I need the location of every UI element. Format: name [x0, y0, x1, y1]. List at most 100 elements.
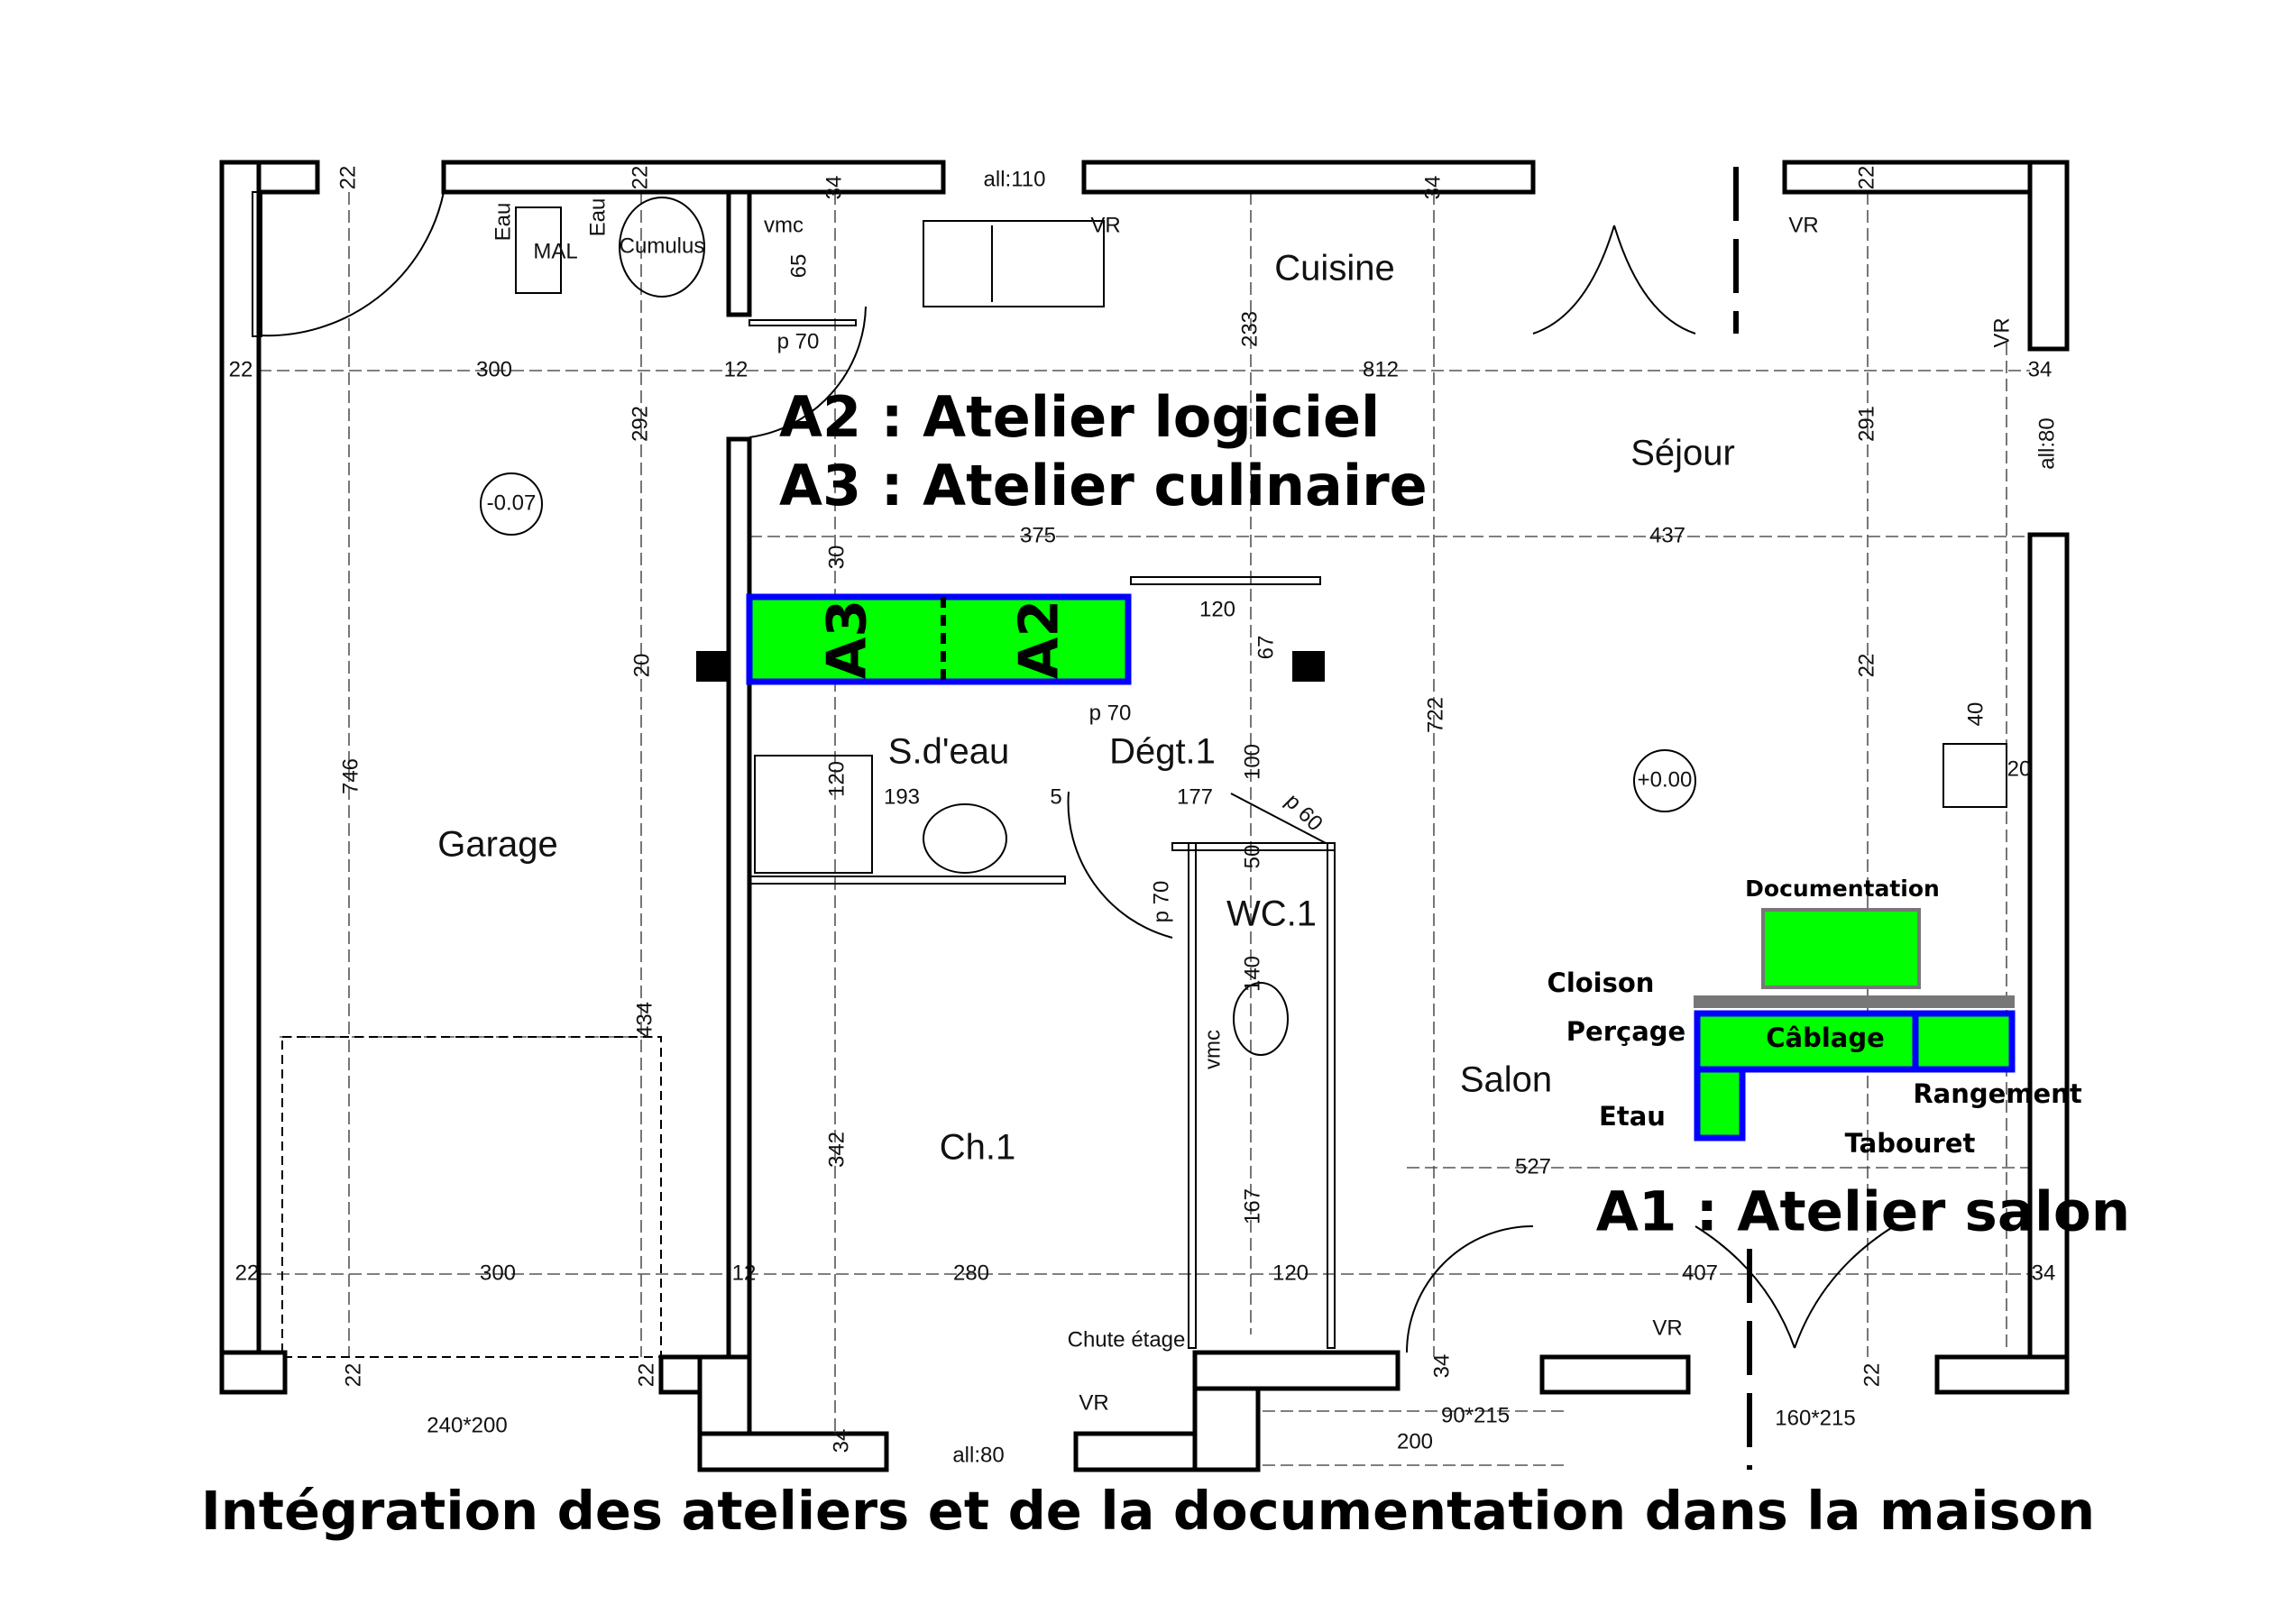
dimension-label: 300 — [476, 357, 512, 381]
dimension-label: p 70 — [777, 329, 820, 353]
dimension-label: vmc — [1200, 1030, 1225, 1069]
dimension-label: 34 — [829, 1429, 853, 1453]
dimension-label: 40 — [1963, 702, 1988, 727]
dimension-label: 812 — [1363, 357, 1399, 381]
dimension-label: 722 — [1423, 697, 1447, 733]
dimension-label: Chute étage — [1068, 1327, 1186, 1352]
dimension-label: 65 — [786, 254, 811, 279]
room-label-6: Ch.1 — [940, 1128, 1016, 1168]
rangement-label: Rangement — [1913, 1078, 2082, 1109]
dimension-label: 22 — [1854, 166, 1878, 190]
dimension-label: 140 — [1240, 956, 1264, 992]
dimension-label: 167 — [1240, 1188, 1264, 1224]
dimension-label: 100 — [1240, 744, 1264, 780]
etau-label: Etau — [1599, 1101, 1666, 1132]
dimension-label: 22 — [341, 1363, 365, 1388]
dimension-label: -0.07 — [487, 491, 537, 515]
fixtures — [281, 197, 2007, 1358]
dimension-label: 407 — [1682, 1261, 1718, 1285]
dimension-label: all:110 — [984, 167, 1046, 191]
room-label-1: Cuisine — [1274, 249, 1394, 289]
room-label-4: Dégt.1 — [1109, 732, 1216, 772]
dimension-label: vmc — [764, 213, 804, 237]
dimension-label: 437 — [1649, 523, 1685, 547]
dimension-label: 90*215 — [1441, 1403, 1510, 1427]
page-title: Intégration des ateliers et de la docume… — [201, 1480, 2095, 1542]
dimension-label: p 70 — [1149, 881, 1173, 923]
tabouret-label: Tabouret — [1845, 1128, 1976, 1159]
dimension-label: 34 — [2032, 1261, 2056, 1285]
workbench-a2-label: A2 — [1008, 600, 1071, 679]
dimension-label: VR — [1788, 213, 1818, 237]
doors — [252, 167, 1895, 1470]
dimension-label: 22 — [335, 166, 360, 190]
documentation-box — [1761, 908, 1921, 989]
dimension-label: 67 — [1254, 636, 1278, 660]
dimension-label: 120 — [824, 761, 849, 797]
workshop-a1-title: A1 : Atelier salon — [1596, 1180, 2131, 1244]
dimension-label: VR — [1652, 1316, 1682, 1340]
etau-bench — [1694, 1066, 1746, 1142]
dimension-label: 22 — [1860, 1363, 1884, 1388]
dimension-label: 280 — [953, 1261, 989, 1285]
dimension-label: p 70 — [1089, 701, 1132, 725]
workshop-a2-title: A2 : Atelier logiciel — [779, 384, 1380, 450]
dimension-label: 342 — [824, 1132, 849, 1168]
dimension-label: 34 — [822, 176, 846, 200]
workshop-a1: Documentation Cloison Perçage Câblage Et… — [1548, 876, 2131, 1244]
dimension-label: 22 — [634, 1363, 658, 1388]
room-label-2: Séjour — [1630, 434, 1735, 473]
dimension-label: p 60 — [1281, 789, 1327, 836]
dimension-label: 193 — [884, 784, 920, 809]
rangement-bench — [1912, 1010, 2016, 1073]
dimension-label: all:80 — [952, 1443, 1004, 1467]
dimension-label: 120 — [1199, 597, 1235, 621]
room-label-3: S.d'eau — [888, 732, 1009, 772]
cablage-label: Câblage — [1766, 1022, 1885, 1053]
cloison-partition — [1694, 995, 2015, 1008]
dimension-label: 34 — [1420, 176, 1445, 200]
dimension-label: 20 — [629, 654, 654, 678]
documentation-label: Documentation — [1745, 876, 1940, 902]
room-label-5: WC.1 — [1226, 894, 1317, 934]
dimension-label: 5 — [1050, 784, 1061, 809]
dimension-lines — [259, 192, 2030, 1466]
room-label-7: Salon — [1460, 1060, 1552, 1100]
cloison-label: Cloison — [1548, 967, 1655, 998]
dimension-label: 50 — [1240, 845, 1264, 869]
dimension-label: 177 — [1177, 784, 1213, 809]
dimension-label: 34 — [1429, 1354, 1454, 1379]
dimension-label: 22 — [229, 357, 253, 381]
dimension-labels: 22 22 34 all:110 34 22 22 300 12 812 34 65 p 70 292 23… — [229, 166, 2060, 1468]
dimension-label: 375 — [1020, 523, 1056, 547]
dimension-label: 233 — [1237, 311, 1262, 347]
dimension-label: +0.00 — [1638, 767, 1693, 792]
dimension-label: Cumulus — [620, 234, 705, 258]
dimension-label: VR — [1079, 1390, 1108, 1415]
dimension-label: all:80 — [2034, 417, 2059, 469]
workbench-a3-a2: A3 A2 — [746, 593, 1132, 685]
dimension-label: 22 — [235, 1261, 260, 1285]
dimension-label: VR — [1989, 317, 2014, 347]
dimension-label: 22 — [628, 166, 652, 190]
dimension-label: 22 — [1854, 654, 1878, 678]
walls — [219, 160, 2070, 1472]
dimension-label: 292 — [628, 406, 652, 442]
dimension-label: 34 — [2028, 357, 2053, 381]
cablage-bench — [1694, 1010, 1919, 1073]
dimension-label: MAL — [533, 239, 577, 263]
dimension-label: 200 — [1397, 1429, 1433, 1453]
dimension-label: 746 — [338, 758, 363, 794]
dimension-label: 240*200 — [427, 1413, 507, 1437]
workshop-a3-title: A3 : Atelier culinaire — [779, 453, 1428, 518]
dimension-label: 20 — [2007, 756, 2032, 781]
dimension-label: 120 — [1272, 1261, 1309, 1285]
dimension-label: 12 — [724, 357, 748, 381]
dimension-label: 291 — [1854, 406, 1878, 442]
workbench-a3-label: A3 — [816, 600, 879, 679]
dimension-label: 12 — [732, 1261, 757, 1285]
dimension-label: 527 — [1515, 1154, 1551, 1178]
percage-label: Perçage — [1566, 1016, 1685, 1047]
